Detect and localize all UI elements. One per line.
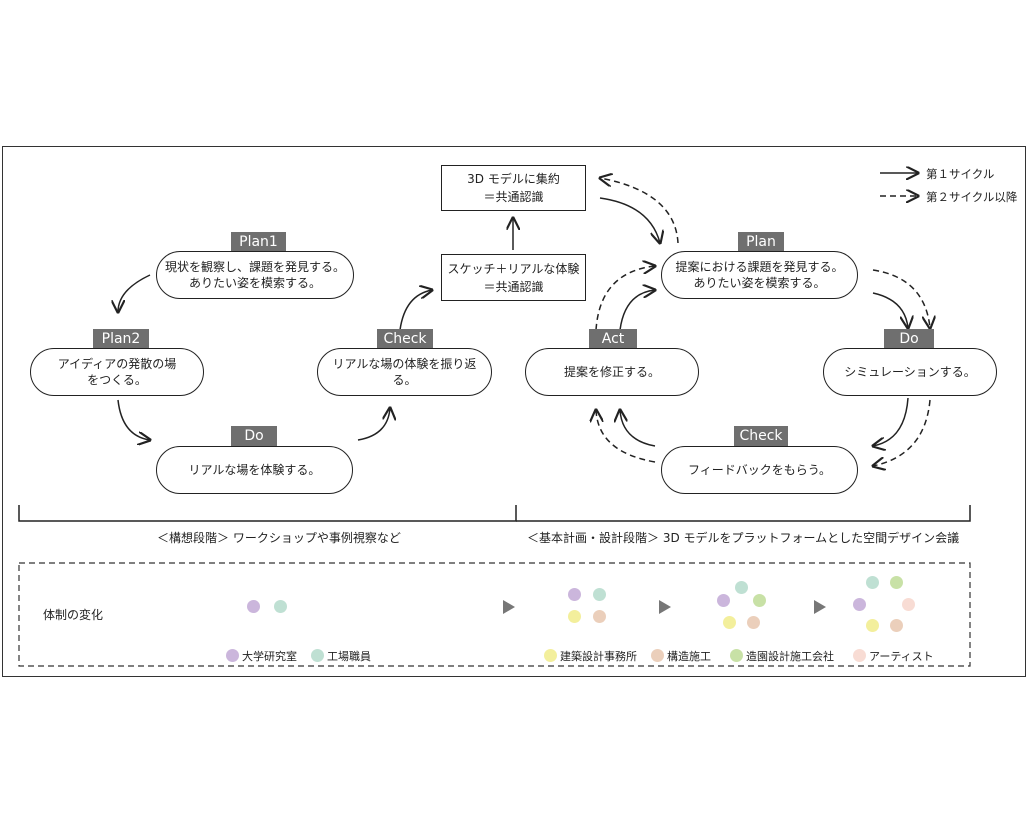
legend-first-cycle: 第１サイクル — [926, 167, 995, 181]
box-3d-model: 3D モデルに集約 ＝共通認識 — [441, 165, 586, 211]
node-check-left: リアルな場の体験を振り返る。 — [317, 348, 492, 396]
tag-check-right: Check — [734, 426, 788, 446]
stage-bracket-left — [18, 505, 517, 522]
tag-do-right: Do — [884, 329, 934, 349]
arrow-act-to-plan-dashed — [595, 266, 655, 331]
arrow-plan-to-model-dashed — [600, 178, 679, 244]
tag-plan-right: Plan — [738, 232, 784, 252]
member-dot-structure — [593, 610, 606, 623]
progress-triangle-3 — [814, 600, 826, 614]
arrow-check-to-act — [620, 410, 656, 447]
diagram-frame — [2, 146, 1026, 677]
key-label-structure: 構造施工 — [667, 650, 711, 663]
arrow-plan-to-do — [872, 292, 908, 328]
member-dot-factory — [274, 600, 287, 613]
member-dot-university — [568, 588, 581, 601]
key-dot-structure — [651, 649, 664, 662]
tag-do-left: Do — [231, 426, 277, 446]
member-dot-landscape — [753, 594, 766, 607]
arrow-plan1-to-plan2 — [118, 274, 151, 312]
legend-later-cycles: 第２サイクル以降 — [926, 190, 1018, 204]
key-label-architect: 建築設計事務所 — [560, 650, 637, 663]
key-label-artist: アーティスト — [869, 650, 934, 663]
member-dot-architect — [723, 616, 736, 629]
arrow-plan-to-do-dashed — [872, 269, 930, 328]
progress-triangle-1 — [503, 600, 515, 614]
structure-box — [18, 562, 971, 667]
node-plan1: 現状を観察し、課題を発見する。 ありたい姿を模索する。 — [156, 251, 354, 299]
key-label-university: 大学研究室 — [242, 650, 297, 663]
box-sketch-experience: スケッチ＋リアルな体験 ＝共通認識 — [441, 254, 586, 301]
key-dot-architect — [544, 649, 557, 662]
tag-plan2: Plan2 — [93, 329, 149, 349]
key-dot-factory — [311, 649, 324, 662]
node-do-right: シミュレーションする。 — [823, 348, 997, 396]
member-dot-structure — [890, 619, 903, 632]
node-plan2: アイディアの発散の場 をつくる。 — [30, 348, 204, 396]
key-label-factory: 工場職員 — [327, 650, 371, 663]
stage-label-concept: ＜構想段階＞ ワークショップや事例視察など — [157, 531, 401, 545]
progress-triangle-2 — [659, 600, 671, 614]
node-act: 提案を修正する。 — [525, 348, 699, 396]
key-dot-university — [226, 649, 239, 662]
key-dot-artist — [853, 649, 866, 662]
arrow-check-to-sketch — [399, 290, 432, 331]
member-dot-structure — [747, 616, 760, 629]
node-check-right: フィードバックをもらう。 — [661, 446, 858, 494]
member-dot-university — [247, 600, 260, 613]
stage-bracket-right — [516, 505, 971, 522]
member-dot-factory — [735, 581, 748, 594]
arrow-act-to-plan — [619, 290, 655, 331]
arrow-do-to-check-dashed — [873, 399, 931, 466]
member-dot-landscape — [890, 576, 903, 589]
arrow-do-to-check — [873, 397, 909, 446]
structure-title: 体制の変化 — [43, 608, 104, 622]
tag-check-left: Check — [377, 329, 433, 349]
member-dot-architect — [866, 619, 879, 632]
member-dot-artist — [902, 598, 915, 611]
stage-label-design: ＜基本計画・設計段階＞ 3D モデルをプラットフォームとした空間デザイン会議 — [527, 531, 960, 545]
arrow-plan2-to-do — [117, 399, 150, 440]
tag-act: Act — [589, 329, 637, 349]
arrow-do-to-check — [357, 408, 390, 441]
key-label-landscape: 造園設計施工会社 — [746, 650, 834, 663]
node-do-left: リアルな場を体験する。 — [156, 446, 353, 494]
member-dot-factory — [593, 588, 606, 601]
member-dot-university — [853, 598, 866, 611]
member-dot-factory — [866, 576, 879, 589]
node-plan-right: 提案における課題を発見する。 ありたい姿を模索する。 — [661, 251, 858, 299]
arrow-model-to-plan — [599, 197, 660, 243]
tag-plan1: Plan1 — [231, 232, 286, 252]
key-dot-landscape — [730, 649, 743, 662]
arrow-check-to-act-dashed — [596, 410, 656, 463]
member-dot-architect — [568, 610, 581, 623]
member-dot-university — [717, 594, 730, 607]
